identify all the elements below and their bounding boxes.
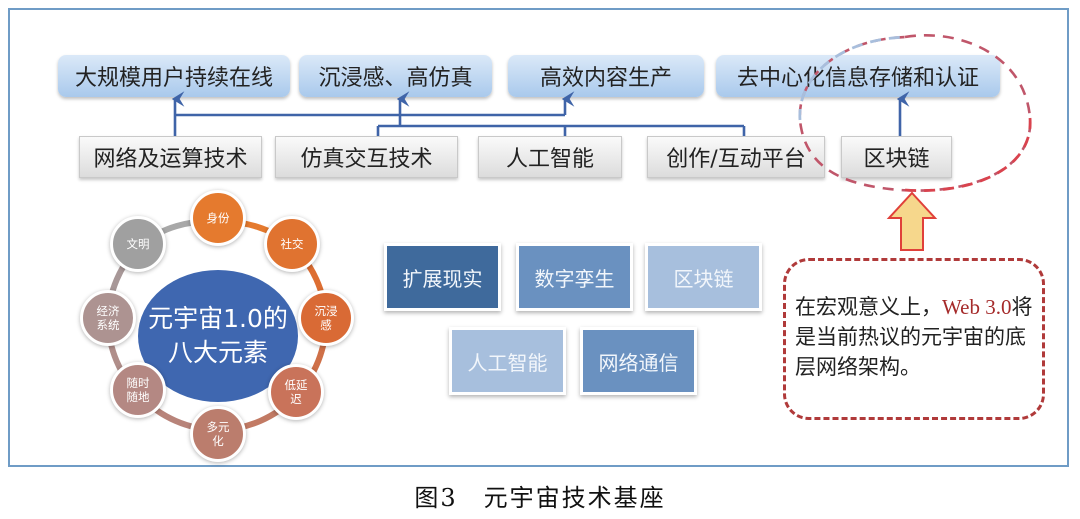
tech-tile-blockchain: 区块链 (645, 243, 762, 311)
capability-label: 高效内容生产 (539, 66, 672, 91)
technology-label: 人工智能 (505, 147, 594, 172)
element-node-label: 多元化 (206, 420, 230, 448)
capability-label: 大规模用户持续在线 (74, 66, 273, 91)
element-node-label: 身份 (206, 211, 230, 225)
capability-box-online-users: 大规模用户持续在线 (58, 55, 290, 97)
element-node-label: 文明 (126, 237, 150, 251)
capability-label: 沉浸感、高仿真 (318, 66, 473, 91)
capability-box-content-production: 高效内容生产 (508, 55, 704, 97)
technology-box-creation-platform: 创作/互动平台 (647, 136, 825, 178)
capability-label: 去中心化信息存储和认证 (736, 66, 979, 91)
dashed-ellipse-left-arc (798, 35, 906, 121)
caption-label: 图3 (414, 484, 458, 512)
up-arrow-icon (886, 191, 938, 251)
element-node-label: 经济系统 (96, 304, 120, 332)
tech-tile-digital-twin: 数字孪生 (516, 243, 633, 311)
element-node-economic-system: 经济系统 (80, 290, 136, 346)
element-node-label: 随时随地 (126, 376, 150, 404)
technology-label: 区块链 (863, 147, 930, 172)
figure-frame (8, 8, 1069, 467)
connector-lines (171, 91, 910, 136)
callout-box (783, 258, 1045, 420)
tech-tile-ai: 人工智能 (449, 327, 566, 395)
technology-box-simulation-interaction: 仿真交互技术 (275, 136, 458, 178)
element-node-label: 低延迟 (284, 378, 308, 406)
tech-tile-label: 区块链 (673, 266, 734, 291)
technology-label: 创作/互动平台 (666, 147, 806, 172)
element-node-anytime-anywhere: 随时随地 (110, 362, 166, 418)
technology-box-network-computing: 网络及运算技术 (79, 136, 262, 178)
figure-caption: 图3 元宇宙技术基座 (0, 478, 1080, 513)
center-title-line2: 八大元素 (167, 338, 268, 367)
dashed-highlight-ellipse (798, 34, 1032, 192)
element-node-immersion: 沉浸感 (298, 290, 354, 346)
caption-title: 元宇宙技术基座 (483, 484, 666, 512)
technology-label: 仿真交互技术 (300, 147, 433, 172)
tech-tile-label: 数字孪生 (534, 266, 615, 291)
capability-box-decentralized-storage: 去中心化信息存储和认证 (716, 55, 1000, 97)
element-node-social: 社交 (264, 216, 320, 272)
tech-tile-label: 扩展现实 (402, 266, 483, 291)
tech-tile-label: 人工智能 (467, 350, 548, 375)
dashed-ellipse-right-arc (904, 117, 1032, 193)
callout-text: 在宏观意义上，Web 3.0将是当前热议的元宇宙的底层网络架构。 (795, 292, 1040, 382)
element-node-label: 沉浸感 (314, 304, 338, 332)
technology-box-blockchain: 区块链 (841, 136, 952, 178)
callout-text-part2: 将是当前热议的元宇宙的底层网络架构。 (795, 295, 1033, 379)
element-node-identity: 身份 (190, 190, 246, 246)
technology-label: 网络及运算技术 (93, 147, 248, 172)
tech-tile-network-communication: 网络通信 (580, 327, 697, 395)
element-node-civilization: 文明 (110, 216, 166, 272)
callout-text-part1: 在宏观意义上， (795, 295, 942, 319)
capability-box-immersion: 沉浸感、高仿真 (299, 55, 492, 97)
technology-box-ai: 人工智能 (478, 136, 622, 178)
center-title-line1: 元宇宙1.0的 (148, 304, 288, 333)
tech-tile-label: 网络通信 (598, 350, 679, 375)
element-node-diversity: 多元化 (190, 406, 246, 462)
callout-highlight-web3: Web 3.0 (942, 295, 1012, 319)
element-node-low-latency: 低延迟 (268, 364, 324, 420)
tech-tile-xr: 扩展现实 (384, 243, 501, 311)
element-node-label: 社交 (280, 237, 304, 251)
